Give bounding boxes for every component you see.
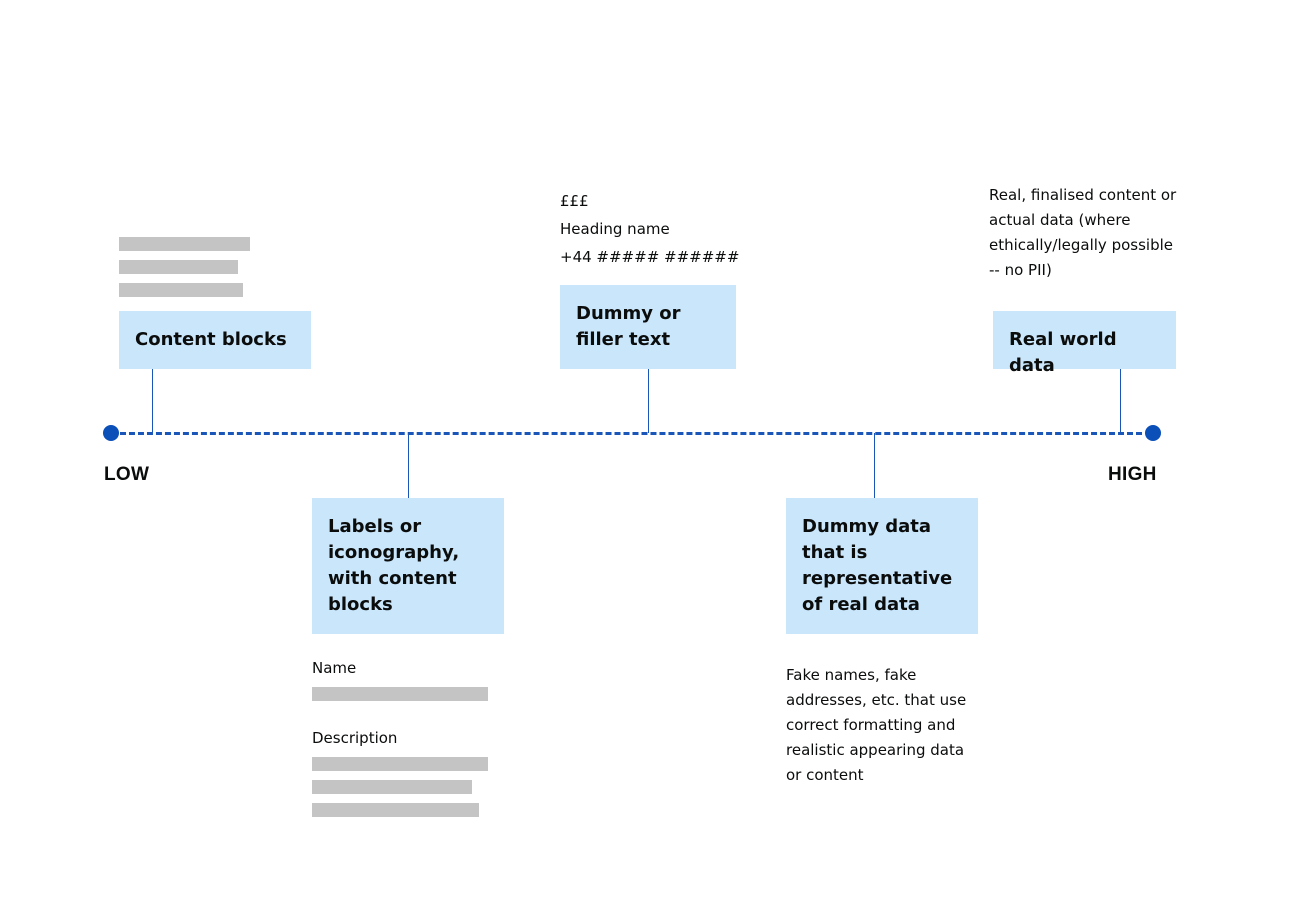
box-dummy-filler: Dummy or filler text <box>560 285 736 369</box>
representative-note-line: realistic appearing data <box>786 741 965 759</box>
box-dummy-representative: Dummy data that is representative of rea… <box>786 498 978 634</box>
axis-high-label: HIGH <box>1108 464 1157 485</box>
axis-end-dot <box>1145 425 1161 441</box>
representative-note-line: addresses, etc. that use <box>786 691 967 709</box>
real-world-note-line: actual data (where <box>989 211 1131 229</box>
representative-note-line: or content <box>786 766 864 784</box>
connector-content-blocks <box>152 369 153 433</box>
representative-note-line: Fake names, fake <box>786 666 917 684</box>
filler-example: £££ Heading name +44 ##### ###### <box>560 187 739 271</box>
real-world-note-line: ethically/legally possible <box>989 236 1173 254</box>
filler-phone: +44 ##### ###### <box>560 248 740 266</box>
box-labels-iconography: Labels or iconography, with content bloc… <box>312 498 504 634</box>
connector-dummy-representative <box>874 433 875 498</box>
placeholder-bar <box>119 283 243 297</box>
placeholder-bar <box>312 757 488 771</box>
representative-note: Fake names, fake addresses, etc. that us… <box>786 663 966 788</box>
representative-note-line: correct formatting and <box>786 716 956 734</box>
fidelity-axis-line <box>120 432 1142 435</box>
box-real-world-label: Real world data <box>1009 329 1117 376</box>
box-dummy-representative-label: Dummy data that is representative of rea… <box>802 516 953 615</box>
connector-dummy-filler <box>648 369 649 433</box>
box-dummy-filler-label: Dummy or filler text <box>576 303 681 350</box>
real-world-note: Real, finalised content or actual data (… <box>989 183 1176 283</box>
placeholder-bar <box>119 260 238 274</box>
filler-currency: £££ <box>560 192 589 210</box>
placeholder-bar <box>312 687 488 701</box>
placeholder-bar <box>312 803 479 817</box>
real-world-note-line: -- no PII) <box>989 261 1052 279</box>
filler-heading: Heading name <box>560 220 670 238</box>
example-name-label: Name <box>312 659 357 677</box>
placeholder-bar <box>119 237 250 251</box>
box-real-world: Real world data <box>993 311 1176 376</box>
connector-real-world <box>1120 369 1121 433</box>
box-content-blocks-label: Content blocks <box>135 329 287 350</box>
axis-start-dot <box>103 425 119 441</box>
placeholder-bar <box>312 780 472 794</box>
example-description-label: Description <box>312 729 398 747</box>
box-labels-iconography-label: Labels or iconography, with content bloc… <box>328 516 460 615</box>
real-world-note-line: Real, finalised content or <box>989 186 1177 204</box>
connector-labels-iconography <box>408 433 409 498</box>
axis-low-label: LOW <box>104 464 150 485</box>
box-content-blocks: Content blocks <box>119 311 311 369</box>
